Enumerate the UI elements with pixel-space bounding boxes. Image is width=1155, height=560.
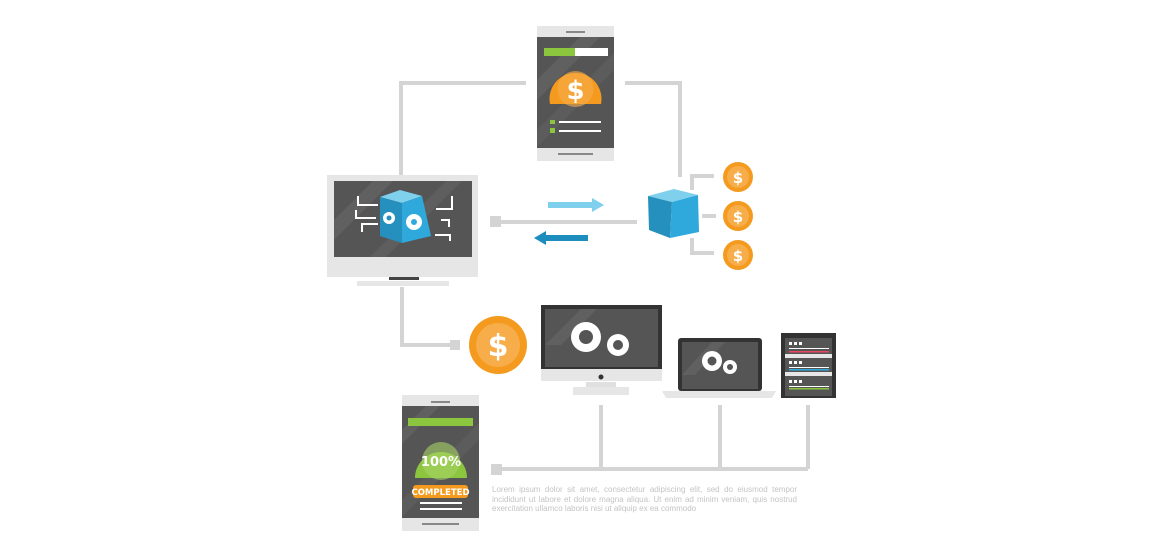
connector-node <box>490 216 501 227</box>
payment-phone: $ <box>537 26 614 161</box>
gear-cube-icon <box>380 190 431 243</box>
svg-text:$: $ <box>733 247 743 265</box>
percent-label: 100% <box>421 455 461 470</box>
arrow-left-icon <box>534 231 588 245</box>
progress-bar-fill <box>544 48 575 56</box>
svg-text:$: $ <box>733 208 743 226</box>
connector-node <box>491 464 502 475</box>
arrow-right-icon <box>548 198 604 212</box>
caption-text: Lorem ipsum dolor sit amet, consectetur … <box>492 485 797 513</box>
circuit-icon <box>355 196 453 241</box>
completed-badge <box>413 485 468 498</box>
completed-phone: 100% COMPLETED <box>402 395 479 531</box>
gear-icon <box>702 351 722 371</box>
completed-label: COMPLETED <box>411 488 469 498</box>
svg-text:$: $ <box>566 76 584 106</box>
progress-bar-fill <box>408 418 473 426</box>
gear-icon <box>607 334 629 356</box>
checkbox-icon <box>550 128 555 133</box>
gear-icon <box>571 322 601 352</box>
desktop-monitor <box>327 175 478 286</box>
gear-icon <box>723 360 737 374</box>
laptop-computer <box>662 338 776 398</box>
dollar-coin-icon: $ <box>469 316 527 374</box>
progress-bar <box>544 48 608 56</box>
dollar-coin-icon: $ <box>723 162 753 192</box>
svg-text:$: $ <box>733 169 743 187</box>
checkbox-icon <box>550 120 555 124</box>
svg-text:$: $ <box>488 329 509 364</box>
imac-computer <box>541 305 662 395</box>
connector-lines <box>399 81 810 471</box>
connector-node <box>450 340 460 350</box>
blockchain-cube-icon <box>648 189 699 238</box>
server-rack <box>781 333 836 398</box>
dollar-coin-icon: $ <box>723 240 753 270</box>
dollar-coin-icon: $ <box>723 201 753 231</box>
